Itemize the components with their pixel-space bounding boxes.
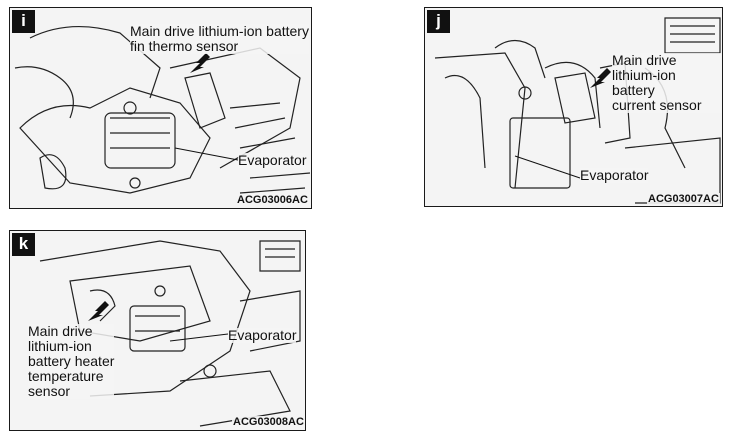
engine-illustration-i xyxy=(14,26,311,194)
pointer-arrow-j xyxy=(590,68,611,88)
panel-letter: k xyxy=(12,233,35,256)
panel-letter: j xyxy=(427,10,450,33)
sensor-label: Main drive lithium-ion battery fin therm… xyxy=(130,23,309,54)
figure-panel-j: j Main drive lithium-ion battery current… xyxy=(424,7,723,207)
engine-illustration-k xyxy=(39,240,301,427)
sensor-label: Main drive lithium-ion battery current s… xyxy=(612,53,722,113)
evaporator-label: Evaporator xyxy=(228,327,297,343)
evaporator-label: Evaporator xyxy=(580,167,649,183)
figure-panel-k: k Main drive lithium-ion battery heater … xyxy=(9,230,306,431)
pointer-arrow-k xyxy=(88,301,109,321)
panel-letter: i xyxy=(12,10,35,33)
evaporator-label: Evaporator xyxy=(238,152,307,168)
figure-panel-i: i Main drive lithium-ion battery fin the… xyxy=(9,7,312,209)
figure-code: ACG03008AC xyxy=(232,416,305,428)
sensor-label: Main drive lithium-ion battery heater te… xyxy=(28,323,115,399)
figure-code: ACG03007AC xyxy=(647,193,720,205)
figure-code: ACG03006AC xyxy=(236,194,309,206)
pointer-arrow-i xyxy=(190,53,210,73)
